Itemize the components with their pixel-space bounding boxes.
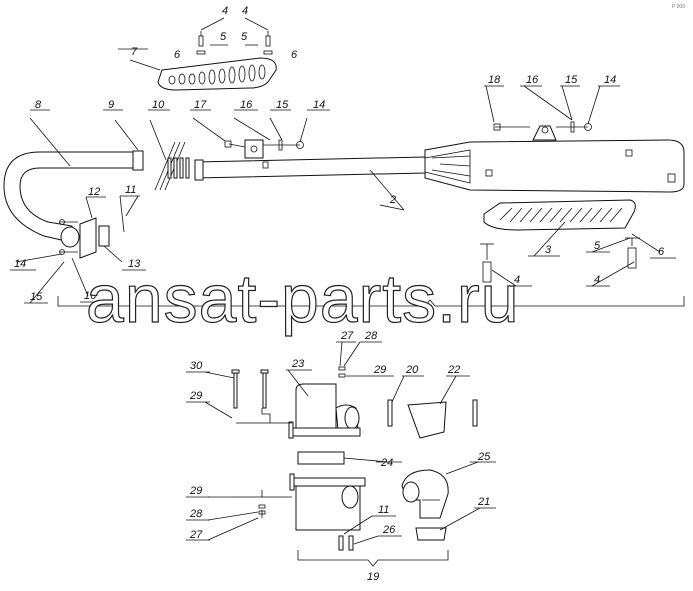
lower-bolts (480, 237, 640, 283)
callout-6c: 6 (658, 246, 665, 258)
callout-28a: 28 (364, 330, 378, 342)
pipe-bracket-bolts (263, 139, 304, 151)
callout-labels: 4 4 5 5 6 6 7 8 9 10 17 16 15 14 18 16 1… (14, 4, 685, 583)
callout-7: 7 (131, 46, 138, 58)
heat-shield-top (157, 57, 277, 91)
corner-mark: P 000 (672, 4, 685, 10)
callout-30: 30 (190, 360, 203, 372)
callout-14a: 14 (313, 99, 325, 111)
curved-pipe (3, 150, 144, 248)
callout-5c: 5 (594, 240, 601, 252)
callout-14c: 14 (14, 258, 26, 270)
callout-24: 24 (380, 457, 393, 469)
callout-4b: 4 (242, 5, 248, 17)
callout-5a: 5 (220, 31, 227, 43)
callout-27b: 27 (189, 529, 203, 541)
callout-16c: 16 (84, 290, 97, 302)
callout-26: 26 (382, 524, 396, 536)
callout-27a: 27 (340, 330, 354, 342)
callout-20: 20 (405, 364, 419, 376)
muffler-bracket-bolts (493, 121, 592, 133)
callout-28b: 28 (189, 508, 203, 520)
callout-4a: 4 (222, 5, 228, 17)
callout-12: 12 (88, 186, 100, 198)
callout-6a: 6 (174, 49, 181, 61)
callout-11b: 11 (378, 504, 389, 516)
watermark: ansat-parts.ru (86, 261, 520, 337)
callout-16b: 16 (526, 74, 539, 86)
leader-lines (10, 48, 676, 545)
callout-16a: 16 (240, 99, 253, 111)
callout-17: 17 (194, 99, 207, 111)
callout-4d: 4 (594, 274, 600, 286)
callout-18: 18 (488, 74, 501, 86)
callout-1: 1 (426, 309, 432, 321)
spring-and-clamps (154, 141, 190, 191)
callout-5b: 5 (241, 31, 248, 43)
callout-8: 8 (35, 99, 42, 111)
callout-14b: 14 (604, 74, 616, 86)
muffler (424, 125, 685, 193)
callout-6b: 6 (291, 49, 298, 61)
callout-3: 3 (545, 244, 552, 256)
callout-29c: 29 (189, 485, 202, 497)
callout-29a: 29 (189, 390, 202, 402)
heat-shield-lower (483, 199, 636, 231)
top-bolts (196, 17, 273, 55)
callout-4c: 4 (514, 274, 520, 286)
callout-11a: 11 (125, 184, 136, 196)
callout-2: 2 (389, 194, 396, 206)
callout-25: 25 (477, 451, 491, 463)
callout-19: 19 (367, 571, 379, 583)
callout-15b: 15 (565, 74, 578, 86)
assembly-1-bracket (57, 296, 685, 307)
air-filter-assembly (231, 366, 478, 567)
main-exhaust-pipe (194, 139, 426, 181)
callout-29b: 29 (373, 364, 386, 376)
callout-9: 9 (108, 99, 114, 111)
pipe-clamp (59, 195, 125, 259)
callout-15c: 15 (30, 291, 43, 303)
callout-21: 21 (477, 496, 490, 508)
callout-13: 13 (128, 258, 141, 270)
callout-23: 23 (291, 358, 305, 370)
callout-10: 10 (152, 99, 165, 111)
callout-15a: 15 (276, 99, 289, 111)
callout-22: 22 (447, 364, 460, 376)
